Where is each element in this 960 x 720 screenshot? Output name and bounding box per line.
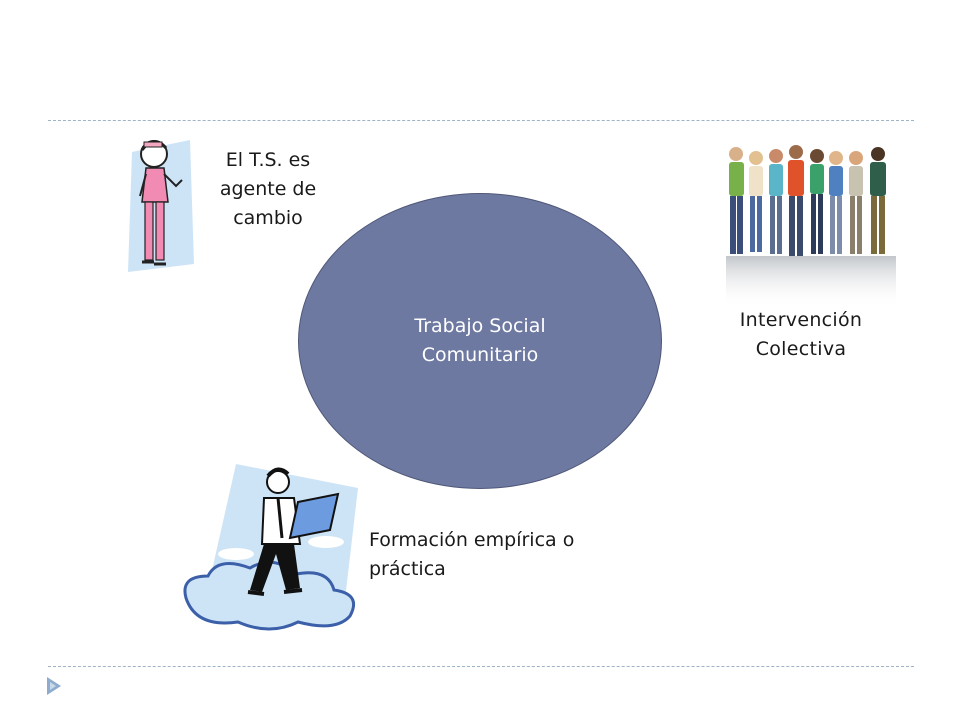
- bottom-divider: [48, 666, 914, 667]
- man-reading-on-cloud-icon: [178, 458, 368, 633]
- node-formacion-label: Formación empírica o práctica: [369, 529, 575, 580]
- nurse-figure-icon: [118, 130, 198, 280]
- top-divider: [48, 120, 914, 121]
- group-of-people-icon: [722, 140, 904, 310]
- node-intervencion-label: Intervención Colectiva: [739, 309, 863, 360]
- triangle-arrow-icon: [46, 676, 62, 700]
- center-ellipse: Trabajo Social Comunitario: [298, 193, 662, 489]
- node-agente-label: El T.S. es agente de cambio: [219, 149, 317, 229]
- center-label: Trabajo Social Comunitario: [414, 315, 546, 366]
